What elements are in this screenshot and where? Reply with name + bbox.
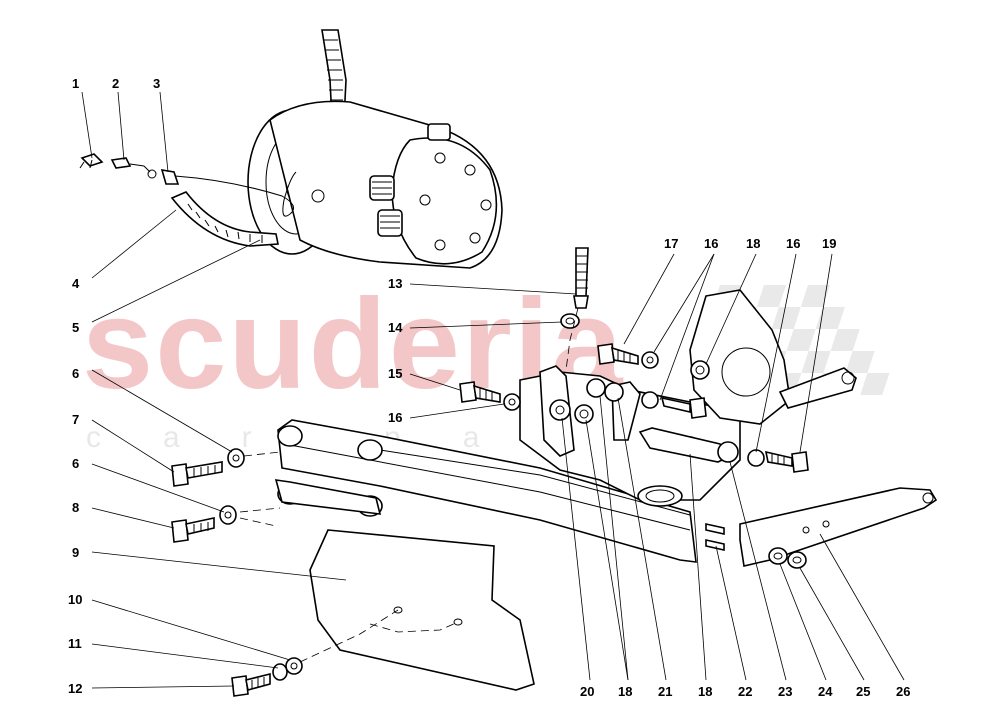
callout-10: 10 (68, 592, 82, 607)
callouts: 1 2 3 4 5 6 7 6 8 9 10 11 12 13 14 15 16… (68, 76, 910, 699)
callout-18-top: 18 (746, 236, 760, 251)
callout-6-lower: 6 (72, 456, 79, 471)
watermark: scuderia car parts (82, 273, 890, 454)
callout-18-bottom-a: 18 (618, 684, 632, 699)
callout-9: 9 (72, 545, 79, 560)
callout-16-left: 16 (388, 410, 402, 425)
callout-18-bottom-b: 18 (698, 684, 712, 699)
callout-19: 19 (822, 236, 836, 251)
tensioner-arm (739, 487, 938, 567)
callout-26: 26 (896, 684, 910, 699)
assembly-lines (239, 307, 579, 663)
callout-21: 21 (658, 684, 672, 699)
callout-11: 11 (68, 636, 82, 651)
callout-13: 13 (388, 276, 402, 291)
fasteners (171, 247, 809, 697)
callout-17: 17 (664, 236, 678, 251)
drive-belt (170, 191, 279, 247)
heat-shield-plate (309, 529, 535, 691)
callout-25: 25 (856, 684, 870, 699)
leader-lines (81, 91, 905, 689)
callout-4: 4 (72, 276, 80, 291)
callout-16-right: 16 (786, 236, 800, 251)
callout-2: 2 (112, 76, 119, 91)
callout-3: 3 (153, 76, 160, 91)
callout-6-upper: 6 (72, 366, 79, 381)
electrical-connector (79, 153, 180, 185)
callout-14: 14 (388, 320, 403, 335)
callout-20: 20 (580, 684, 594, 699)
rear-mount-plate (689, 289, 857, 425)
callout-5: 5 (72, 320, 79, 335)
callout-16-top: 16 (704, 236, 718, 251)
callout-15: 15 (388, 366, 402, 381)
callout-23: 23 (778, 684, 792, 699)
callout-24: 24 (818, 684, 833, 699)
callout-1: 1 (72, 76, 79, 91)
compressor (174, 29, 503, 269)
callout-7: 7 (72, 412, 79, 427)
callout-8: 8 (72, 500, 79, 515)
callout-22: 22 (738, 684, 752, 699)
callout-12: 12 (68, 681, 82, 696)
